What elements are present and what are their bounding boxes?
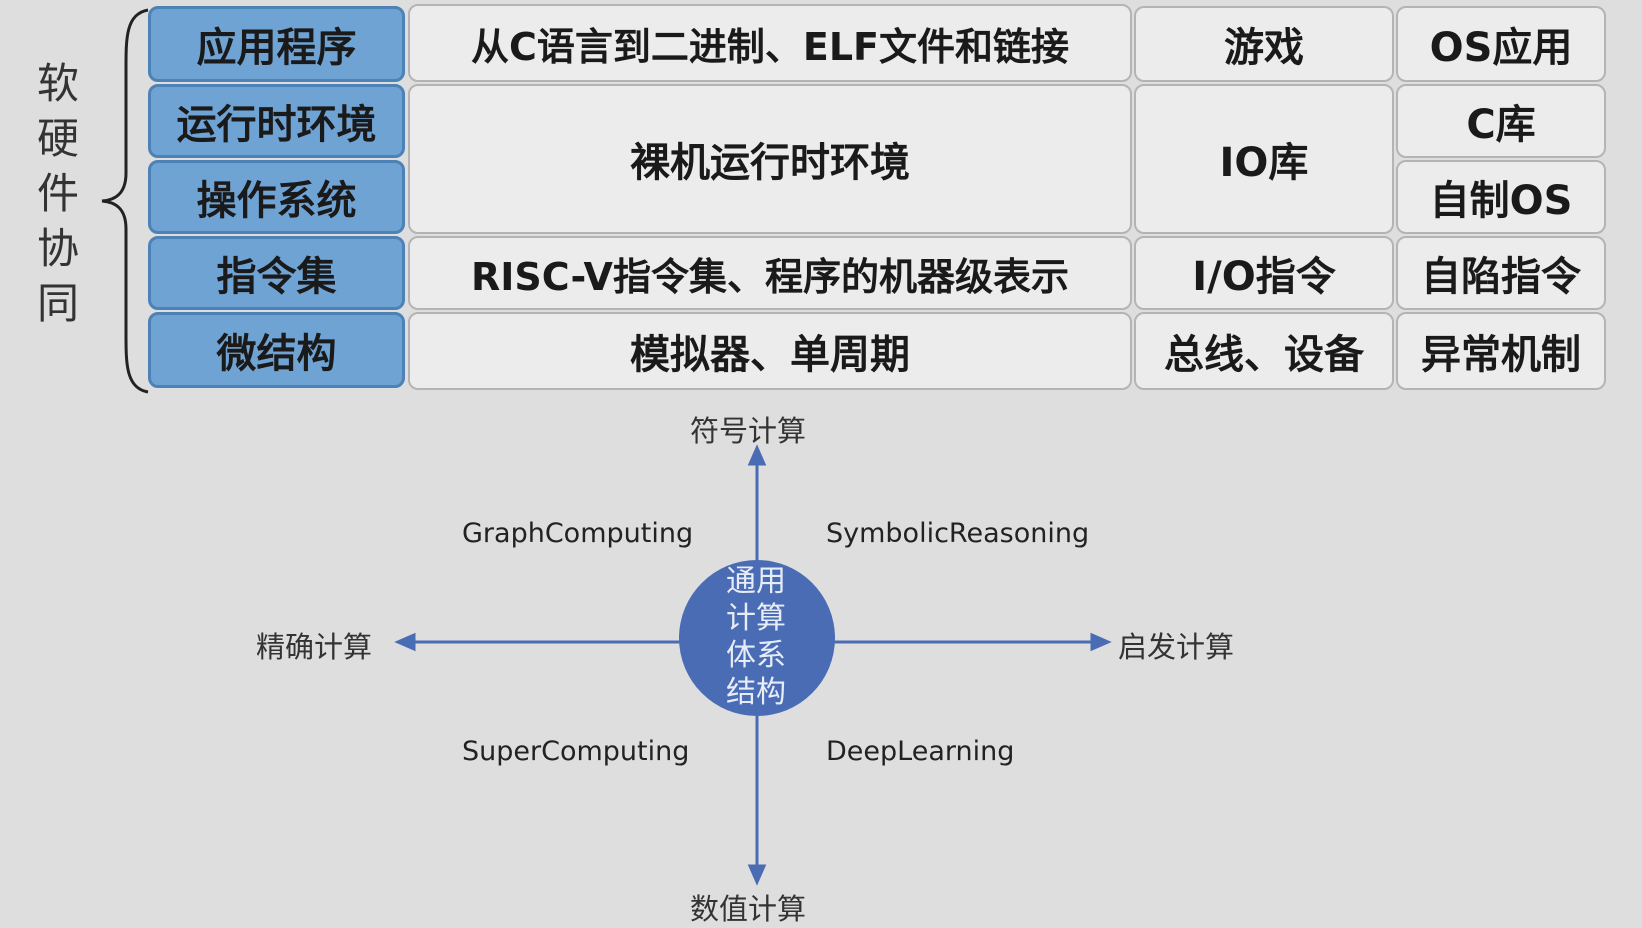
cell-games: 游戏 — [1134, 6, 1394, 82]
arrow-left-icon — [394, 632, 416, 652]
cell-os-apps: OS应用 — [1396, 6, 1606, 82]
layer-microarch: 微结构 — [148, 312, 405, 388]
arrow-up-icon — [747, 444, 767, 466]
axis-left-label: 精确计算 — [256, 630, 373, 664]
brace-icon — [101, 8, 149, 394]
cell-microarch-content: 模拟器、单周期 — [408, 312, 1132, 390]
layer-application: 应用程序 — [148, 6, 405, 82]
cell-app-content: 从C语言到二进制、ELF文件和链接 — [408, 4, 1132, 82]
axis-right-label: 启发计算 — [1118, 630, 1235, 664]
cell-bus-devices: 总线、设备 — [1134, 312, 1394, 390]
arrow-right-icon — [1090, 632, 1112, 652]
axis-bottom-label: 数值计算 — [690, 892, 807, 926]
quadrant-bottom-left: SuperComputing — [462, 736, 690, 767]
quadrant-bottom-right: DeepLearning — [826, 736, 1015, 767]
cell-c-lib: C库 — [1396, 84, 1606, 158]
cell-trap-instr: 自陷指令 — [1396, 236, 1606, 310]
side-label-char: 硬 — [36, 114, 79, 163]
side-label-char: 协 — [36, 224, 79, 273]
cell-isa-content: RISC-V指令集、程序的机器级表示 — [408, 236, 1132, 310]
cell-exception: 异常机制 — [1396, 312, 1606, 390]
side-label-char: 软 — [36, 59, 79, 108]
arrow-down-icon — [747, 864, 767, 886]
cell-runtime-content: 裸机运行时环境 — [408, 84, 1132, 234]
quadrant-top-left: GraphComputing — [462, 518, 694, 549]
quadrant-top-right: SymbolicReasoning — [826, 518, 1090, 549]
side-label: 软硬件协同 — [28, 56, 88, 331]
cell-io-lib: IO库 — [1134, 84, 1394, 234]
cell-io-instr: I/O指令 — [1134, 236, 1394, 310]
cell-custom-os: 自制OS — [1396, 160, 1606, 234]
center-label: 通用计算体系结构 — [726, 564, 786, 710]
layer-os: 操作系统 — [148, 160, 405, 234]
side-label-char: 同 — [36, 279, 79, 328]
layer-runtime: 运行时环境 — [148, 84, 405, 158]
layer-isa: 指令集 — [148, 236, 405, 310]
side-label-char: 件 — [36, 169, 79, 218]
center-circle — [679, 560, 835, 716]
axis-top-label: 符号计算 — [690, 414, 807, 448]
